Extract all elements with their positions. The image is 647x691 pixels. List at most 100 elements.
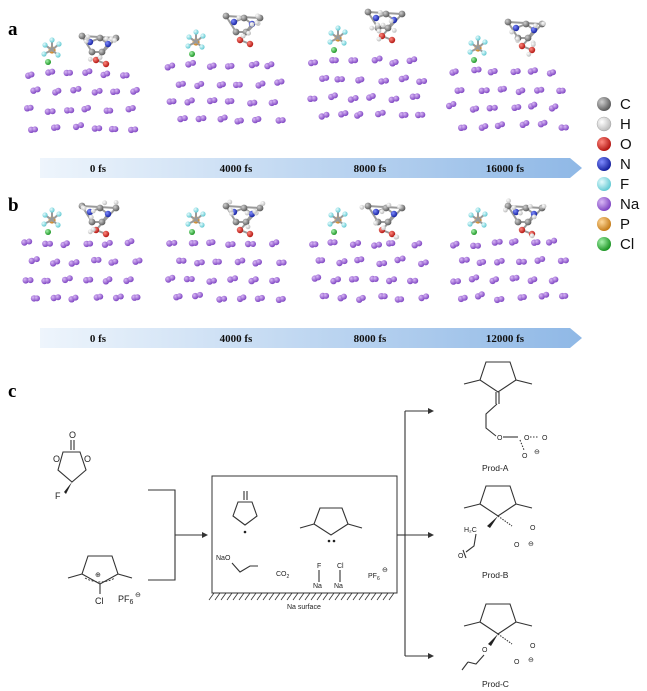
- na-atom: [514, 68, 521, 75]
- na-atom: [458, 257, 466, 264]
- f-atom: [49, 37, 55, 43]
- md-snapshot: [24, 32, 140, 134]
- h-atom: [103, 36, 109, 42]
- h-atom: [244, 210, 250, 216]
- na-atom: [112, 294, 120, 302]
- hatch-line: [310, 592, 317, 601]
- na-atom: [192, 292, 199, 300]
- prod-b-o3: O: [458, 553, 464, 560]
- na-atom: [372, 276, 379, 282]
- na-atom: [478, 291, 485, 298]
- legend-swatch-cl: [597, 237, 611, 251]
- h-atom: [81, 205, 87, 211]
- box-cl: Cl: [337, 563, 344, 570]
- n-atom: [390, 210, 398, 218]
- f-atom: [328, 212, 334, 218]
- legend-swatch-o: [597, 137, 611, 151]
- na-atom: [54, 124, 61, 131]
- na-atom: [68, 260, 76, 267]
- h-atom: [249, 22, 255, 27]
- h-atom: [379, 209, 385, 215]
- hatch-line: [370, 592, 377, 601]
- h-atom: [97, 55, 103, 60]
- fec-ring-o-left: O: [53, 454, 60, 464]
- hatch-line: [280, 592, 287, 601]
- h-atom: [388, 18, 394, 24]
- fec-fluorine: F: [55, 491, 61, 501]
- na-atom: [483, 87, 490, 94]
- na-atom: [198, 80, 205, 87]
- c-atom: [232, 28, 240, 36]
- hatch-line: [292, 592, 299, 601]
- hatch-line: [214, 592, 221, 601]
- na-atom: [499, 121, 505, 128]
- na-atom: [198, 259, 205, 266]
- f-atom: [42, 42, 48, 48]
- prod-a-minus: ⊖: [534, 449, 540, 456]
- legend-label: N: [620, 156, 631, 173]
- na-atom: [422, 259, 429, 266]
- na-atom: [114, 88, 121, 95]
- na-atom: [478, 87, 485, 95]
- legend-label: F: [620, 176, 629, 193]
- legend-swatch-c: [597, 97, 611, 111]
- cl-atom: [471, 57, 477, 63]
- n-atom: [512, 208, 520, 216]
- na-atom: [107, 107, 114, 114]
- na-atom: [332, 57, 339, 64]
- f-atom: [335, 25, 341, 31]
- na-atom: [376, 260, 383, 268]
- na-atom: [342, 110, 349, 117]
- na-atom: [496, 238, 503, 245]
- na-atom: [349, 241, 357, 248]
- na-atom: [133, 86, 140, 93]
- na-atom: [411, 56, 418, 63]
- na-atom: [419, 111, 426, 118]
- h-atom: [87, 229, 93, 235]
- hatch-line: [256, 592, 263, 601]
- bond-stick: [521, 207, 543, 231]
- na-atom: [455, 278, 461, 285]
- na-atom: [475, 66, 482, 73]
- c-atom: [242, 218, 250, 226]
- box-co2: CO2: [276, 571, 290, 580]
- na-atom: [32, 126, 38, 133]
- na-atom: [70, 87, 77, 94]
- f-atom: [193, 29, 199, 35]
- c-atom: [222, 202, 230, 210]
- na-atom: [66, 275, 73, 282]
- na-atom: [359, 294, 366, 301]
- c-atom: [514, 218, 522, 226]
- na-atom: [398, 296, 405, 303]
- na-atom: [97, 293, 104, 300]
- o-atom: [246, 230, 254, 238]
- na-atom: [520, 258, 527, 265]
- na-atom: [381, 260, 388, 267]
- f-atom: [200, 33, 206, 39]
- bond-stick: [521, 23, 543, 47]
- fec-carbonyl-o: O: [69, 430, 76, 440]
- c-atom: [384, 218, 392, 226]
- na-atom: [550, 69, 556, 76]
- f-atom: [327, 221, 333, 227]
- legend-swatch-n: [597, 157, 611, 171]
- c-atom: [78, 32, 86, 40]
- na-atom: [55, 87, 62, 94]
- n-atom: [512, 24, 520, 32]
- f-atom: [482, 211, 488, 217]
- hatch-line: [304, 592, 311, 601]
- o-atom: [102, 230, 110, 238]
- h-atom: [227, 199, 233, 205]
- na-atom: [482, 123, 489, 130]
- na-atom: [128, 238, 135, 245]
- na-atom: [72, 294, 79, 301]
- c-atom: [504, 18, 512, 26]
- f-atom: [467, 221, 473, 227]
- na-atom: [61, 276, 69, 284]
- legend-label: Na: [620, 196, 640, 213]
- na-atom: [169, 62, 176, 69]
- c-atom: [232, 218, 240, 226]
- c-atom: [240, 204, 248, 212]
- cl-atom: [189, 229, 195, 235]
- h-atom: [245, 224, 251, 230]
